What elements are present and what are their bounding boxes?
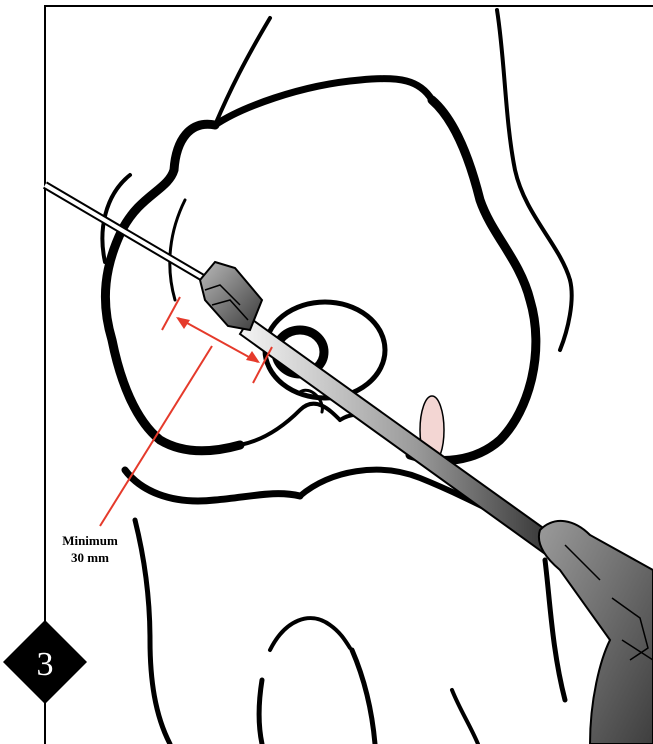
drill-shaft (240, 318, 560, 556)
measurement-label-line1: Minimum (62, 533, 118, 548)
figure-frame (44, 6, 653, 744)
step-number: 3 (37, 646, 54, 683)
step-badge: 3 (3, 620, 87, 704)
measurement-label-line2: 30 mm (71, 550, 109, 565)
drill-handle (539, 521, 653, 744)
reamer-tip (200, 262, 262, 330)
